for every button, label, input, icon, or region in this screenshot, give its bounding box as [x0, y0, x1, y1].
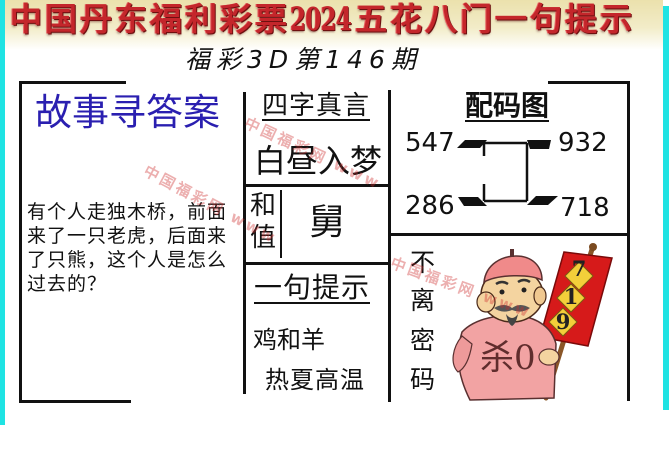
- story-line: 过去的？: [27, 273, 108, 295]
- code-map-heading: 配码图: [465, 89, 550, 122]
- hint-heading: 一句提示: [254, 271, 371, 304]
- title-suffix: 五花八门一句提示: [355, 0, 636, 38]
- middle-divider-2: [243, 262, 390, 265]
- right-column-top-border: [548, 81, 630, 84]
- sum-label-char: 值: [250, 223, 277, 253]
- left-cyan-border: [0, 0, 5, 425]
- middle-divider-1: [243, 184, 390, 187]
- banner-digit: 1: [563, 284, 579, 309]
- story-line: 了只熊，这个人是怎么: [27, 249, 228, 271]
- story-line: 有个人走独木桥，前面: [27, 201, 228, 223]
- title-banner: [5, 0, 663, 50]
- code-top-left: 547: [405, 128, 455, 158]
- motto-heading: 四字真言: [262, 91, 371, 121]
- motto-phrase: 白昼入梦: [254, 142, 383, 180]
- issue-subtitle: 福彩3D第146期: [185, 45, 422, 74]
- banner-digit: 9: [555, 309, 571, 334]
- hint-line: 热夏高温: [265, 366, 365, 394]
- middle-column-left-border: [243, 92, 246, 394]
- secret-code-label-char: 密: [410, 326, 436, 355]
- code-bottom-left: 286: [405, 191, 455, 221]
- right-column-right-border: [627, 81, 630, 401]
- sum-value: 舅: [309, 202, 346, 243]
- secret-code-label-char: 不: [410, 248, 436, 277]
- sum-separator: [280, 190, 282, 258]
- secret-code-label-char: 码: [410, 365, 436, 394]
- story-panel-bottom-border: [19, 400, 131, 403]
- title-prefix: 中国丹东福利彩票: [10, 0, 291, 38]
- title-year: 2024: [290, 0, 352, 38]
- code-top-right: 932: [558, 128, 608, 158]
- story-heading: 故事寻答案: [35, 91, 220, 134]
- banner-digit: 7: [571, 256, 587, 281]
- hint-line: 鸡和羊: [253, 326, 325, 354]
- kill-number: 杀0: [480, 338, 536, 378]
- code-bottom-right: 718: [560, 193, 610, 223]
- right-cyan-border: [663, 6, 669, 410]
- right-column-divider: [390, 233, 630, 236]
- story-line: 来了一只老虎，后面来: [27, 225, 228, 247]
- secret-code-label-char: 离: [410, 286, 436, 315]
- sum-label-char: 和: [250, 191, 277, 221]
- mascot-with-banner-illustration: [452, 243, 613, 401]
- middle-column-right-border: [388, 90, 391, 402]
- story-panel-left-border: [19, 82, 22, 403]
- code-map-bracket-diagram: [457, 140, 558, 206]
- story-panel-top-border: [19, 81, 126, 84]
